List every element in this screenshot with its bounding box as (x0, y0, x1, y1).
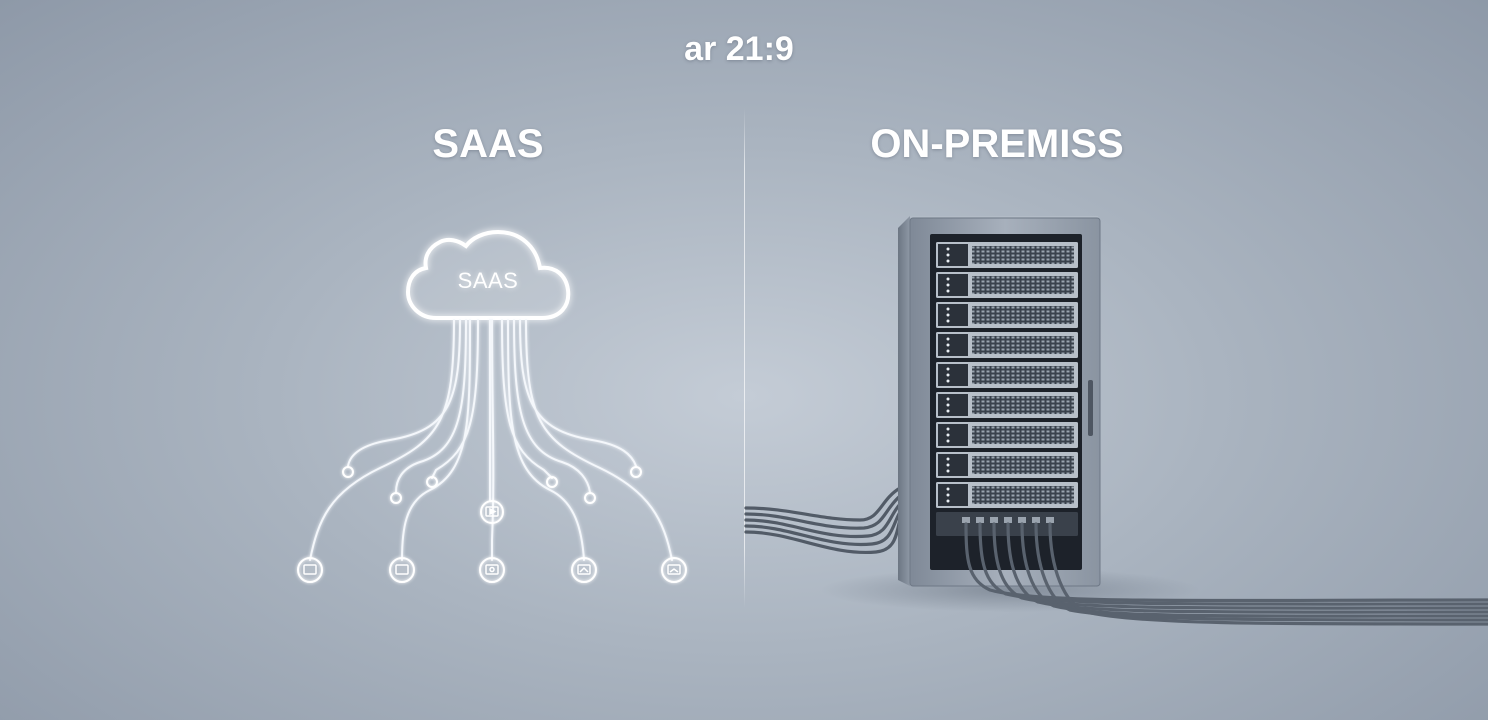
network-cables-left (744, 486, 902, 555)
cloud-label: SAAS (457, 268, 519, 293)
server-units (936, 242, 1078, 536)
cloud-outline (405, 229, 571, 320)
aspect-ratio-label: ar 21:9 (684, 30, 794, 68)
divider-line (744, 108, 745, 608)
device-node-icons (297, 500, 687, 583)
on-premise-heading: ON-PREMISS (870, 122, 1124, 166)
cloud-network-icon (297, 229, 687, 583)
saas-heading: SAAS (432, 122, 544, 166)
network-cables-right (964, 522, 1488, 626)
